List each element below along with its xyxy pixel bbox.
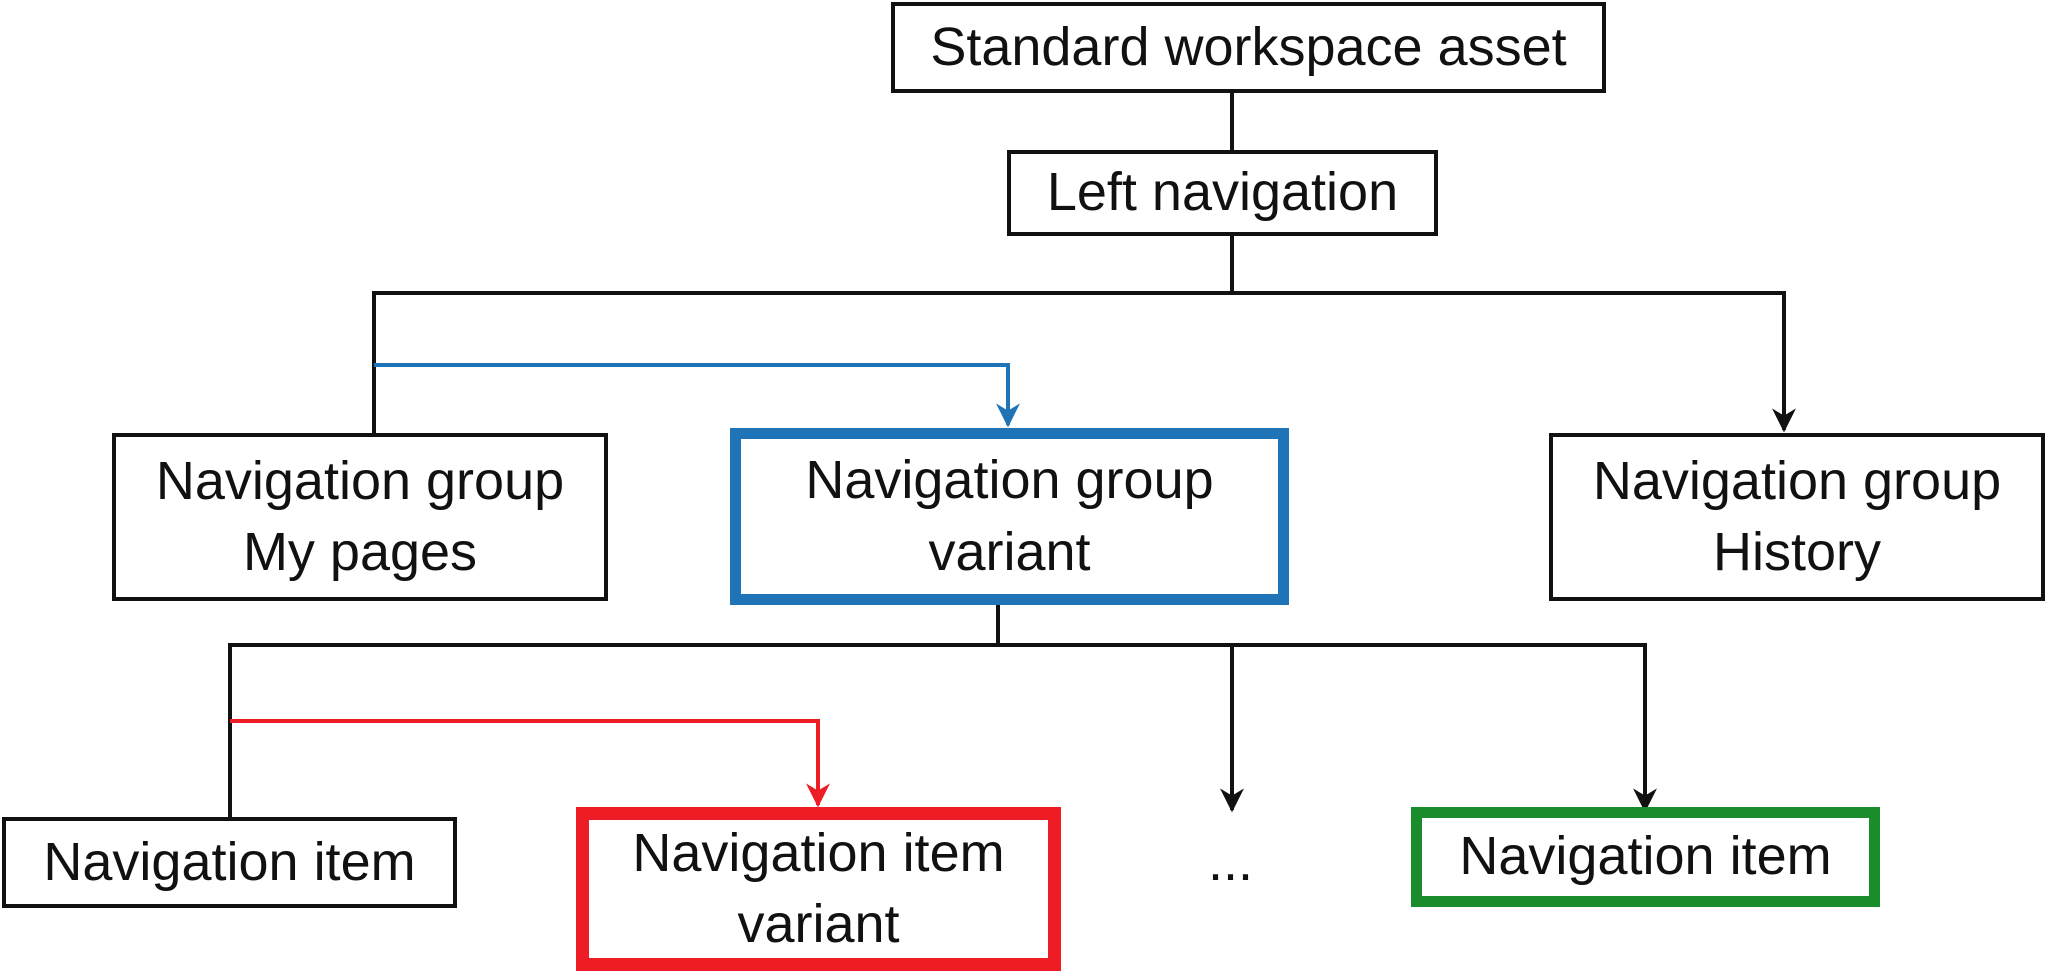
arrow-to-item-variant [230, 719, 830, 808]
node-standard-workspace-asset: Standard workspace asset [891, 2, 1606, 93]
node-navigation-item-highlighted: Navigation item [1411, 807, 1880, 907]
node-group-variant-line1: Navigation group [805, 450, 1214, 511]
node-navigation-group-variant: Navigation group variant [730, 428, 1289, 605]
node-history-line1: Navigation group [1592, 450, 2002, 511]
node-standard-workspace-asset-label: Standard workspace asset [930, 16, 1567, 77]
arrow-to-group-variant [374, 363, 1020, 428]
node-item-variant-line2: variant [737, 894, 900, 954]
node-my-pages-line2: My pages [242, 522, 478, 582]
node-navigation-group-history: Navigation group History [1549, 433, 2045, 601]
node-navigation-item-highlighted-label: Navigation item [1459, 826, 1832, 887]
node-item-variant-line1: Navigation item [632, 822, 1005, 883]
node-left-navigation: Left navigation [1007, 150, 1438, 236]
node-navigation-group-my-pages: Navigation group My pages [112, 433, 608, 601]
node-navigation-item-label: Navigation item [43, 831, 416, 892]
more-items-ellipsis: ... [1208, 832, 1254, 892]
node-left-navigation-label: Left navigation [1046, 162, 1399, 223]
node-history-line2: History [1712, 522, 1881, 582]
node-my-pages-line1: Navigation group [155, 450, 565, 511]
node-navigation-item: Navigation item [2, 817, 457, 908]
node-navigation-item-variant: Navigation item variant [576, 807, 1061, 971]
node-group-variant-line2: variant [928, 521, 1091, 582]
